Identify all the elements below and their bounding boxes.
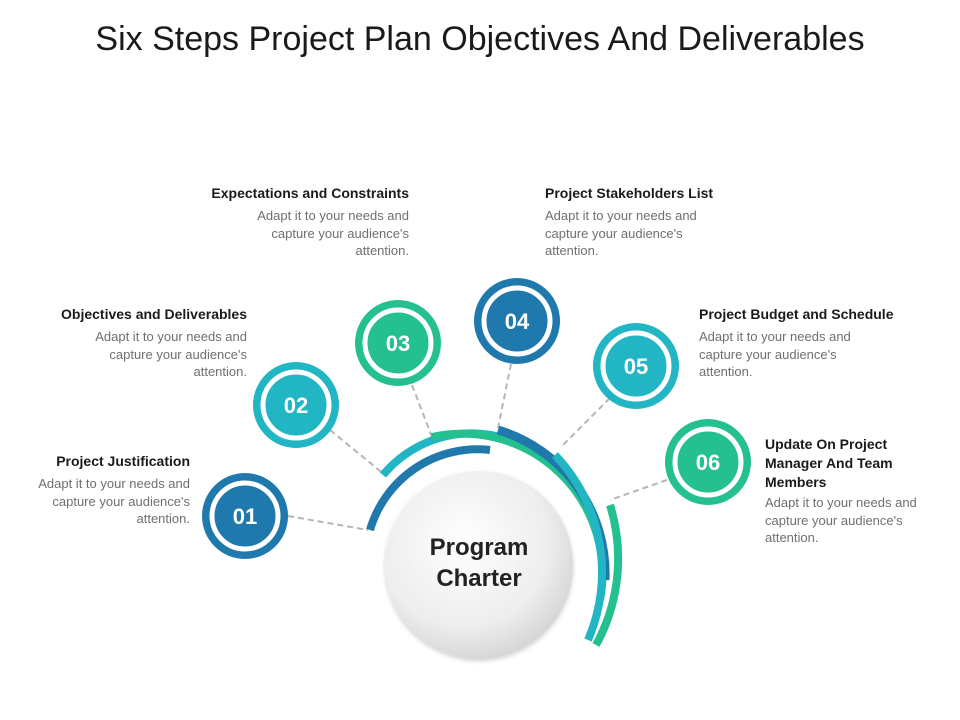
step-03-circle: 03 — [355, 300, 441, 386]
step-circle-ring — [672, 426, 744, 498]
step-circle-ring — [481, 285, 553, 357]
connector-step-01 — [287, 515, 369, 531]
step-05-body: Adapt it to your needs and capture your … — [699, 329, 851, 379]
center-label-line1: Program — [430, 534, 529, 561]
connector-step-02 — [329, 429, 386, 476]
step-02-circle: 02 — [253, 362, 339, 448]
step-circle-outer — [665, 419, 751, 505]
step-06-body: Adapt it to your needs and capture your … — [765, 495, 917, 545]
step-circle-ring — [209, 480, 281, 552]
step-number: 04 — [505, 309, 530, 334]
connector-lines — [287, 363, 668, 531]
step-05-circle: 05 — [593, 323, 679, 409]
step-03-heading: Expectations and Constraints — [211, 185, 409, 201]
step-05-text: Project Budget and Schedule Adapt it to … — [699, 305, 939, 381]
step-01-text: Project Justification Adapt it to your n… — [15, 452, 190, 528]
step-circle-ring — [260, 369, 332, 441]
arc-teal-right — [552, 452, 606, 642]
step-02-text: Objectives and Deliverables Adapt it to … — [30, 305, 247, 381]
step-04-circle: 04 — [474, 278, 560, 364]
connector-step-06 — [609, 479, 668, 501]
step-01-circle: 01 — [202, 473, 288, 559]
connector-step-04 — [497, 363, 512, 429]
step-circle-outer — [253, 362, 339, 448]
arc-dark-blue — [366, 445, 491, 532]
step-03-body: Adapt it to your needs and capture your … — [257, 208, 409, 258]
step-06-text: Update On Project Manager And Team Membe… — [765, 435, 945, 547]
step-04-heading: Project Stakeholders List — [545, 185, 714, 201]
step-04-text: Project Stakeholders List Adapt it to yo… — [545, 184, 745, 260]
step-02-body: Adapt it to your needs and capture your … — [95, 329, 247, 379]
connector-step-05 — [562, 397, 611, 446]
step-04-body: Adapt it to your needs and capture your … — [545, 208, 697, 258]
step-06-circle: 06 — [665, 419, 751, 505]
arc-green-outer — [592, 503, 623, 647]
program-charter-circle — [385, 471, 573, 659]
step-03-text: Expectations and Constraints Adapt it to… — [170, 184, 409, 260]
center-label-line2: Charter — [436, 565, 521, 592]
page-title: Six Steps Project Plan Objectives And De… — [95, 20, 865, 58]
step-number: 06 — [696, 450, 720, 475]
step-02-heading: Objectives and Deliverables — [61, 306, 247, 322]
step-circle-outer — [474, 278, 560, 364]
step-01-body: Adapt it to your needs and capture your … — [38, 476, 190, 526]
step-circle-outer — [593, 323, 679, 409]
step-circle-outer — [355, 300, 441, 386]
step-number: 02 — [284, 393, 308, 418]
step-number: 01 — [233, 504, 257, 529]
step-circle-ring — [362, 307, 434, 379]
step-01-heading: Project Justification — [56, 453, 190, 469]
step-05-heading: Project Budget and Schedule — [699, 306, 894, 322]
step-number: 03 — [386, 331, 410, 356]
step-circle-outer — [202, 473, 288, 559]
connector-step-03 — [411, 384, 433, 438]
step-06-heading: Update On Project Manager And Team Membe… — [765, 436, 893, 490]
step-circle-ring — [600, 330, 672, 402]
decorative-arcs — [366, 425, 623, 647]
step-number: 05 — [624, 354, 648, 379]
